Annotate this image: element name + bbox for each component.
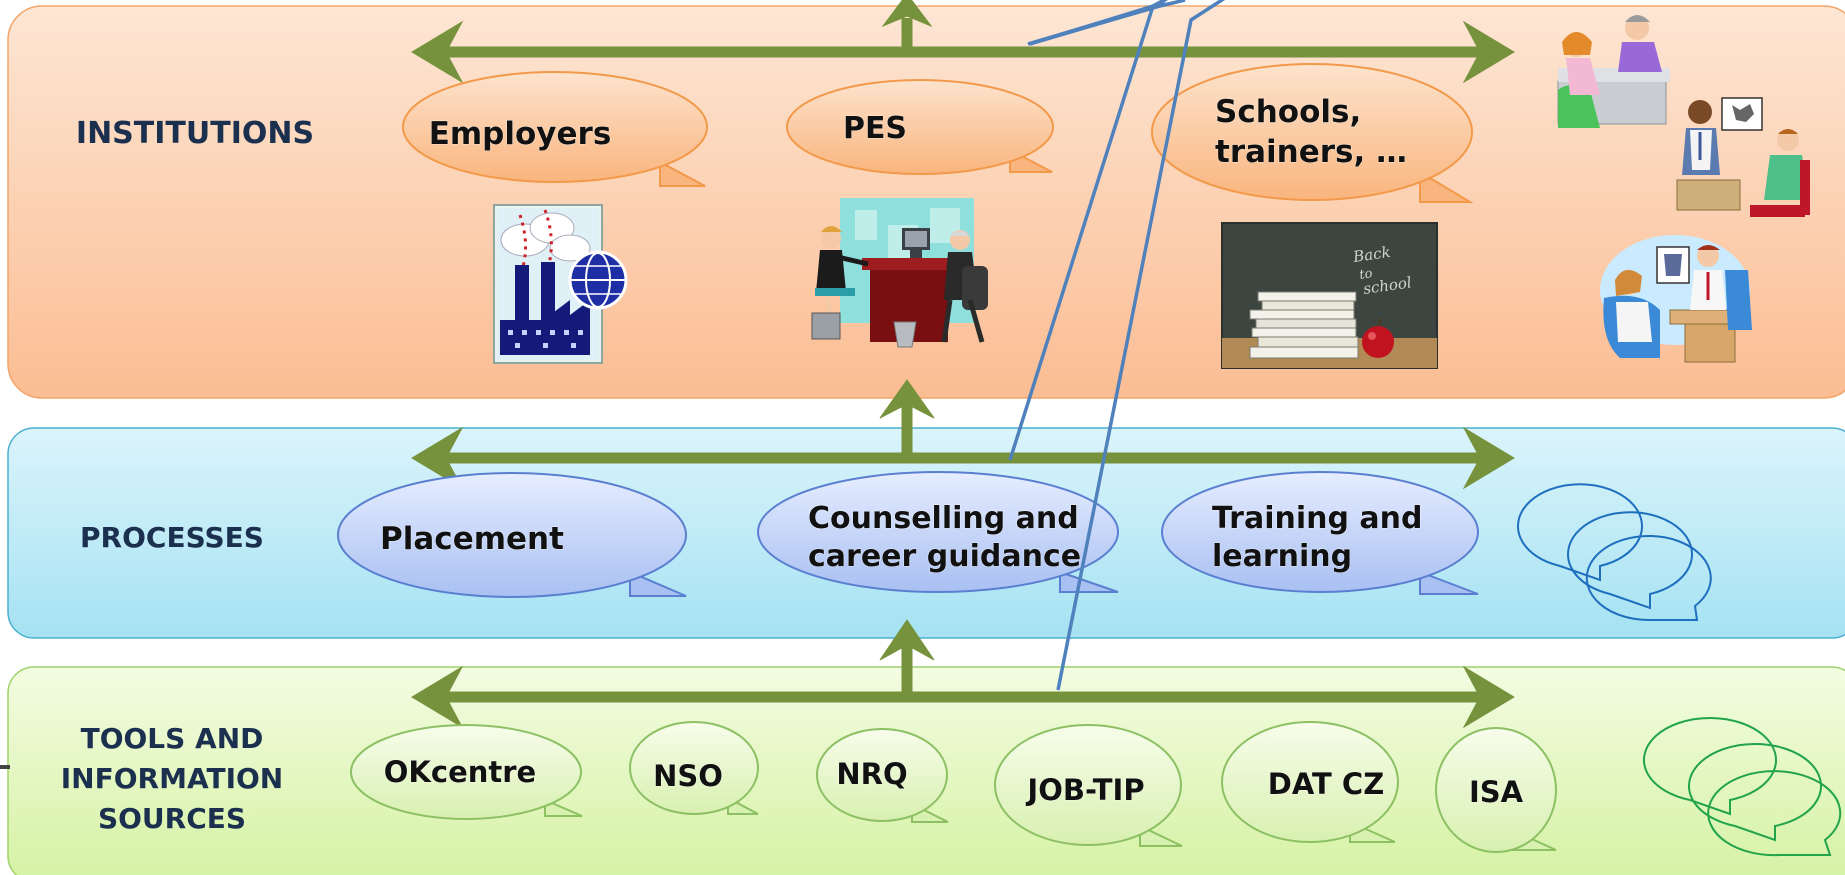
isa-bubble: ISA bbox=[1435, 727, 1557, 853]
svg-text:trainers, …: trainers, … bbox=[1215, 134, 1407, 170]
interview-people-icon bbox=[1676, 97, 1810, 217]
svg-text:Training and: Training and bbox=[1212, 501, 1422, 536]
svg-text:NSO: NSO bbox=[653, 759, 723, 793]
up-arrow-processes-to-institutions bbox=[879, 379, 935, 458]
jobtip-bubble: JOB-TIP bbox=[994, 724, 1183, 847]
institutions-double-arrow bbox=[411, 20, 1515, 84]
datcz-bubble: DAT CZ bbox=[1221, 721, 1399, 843]
slide-edge-mark bbox=[0, 765, 10, 769]
chalkboard-books-icon: Back to school bbox=[1221, 222, 1438, 369]
connector-lines bbox=[1008, 0, 1226, 691]
svg-text:Counselling and: Counselling and bbox=[808, 501, 1079, 536]
processes-label: PROCESSES bbox=[80, 521, 264, 554]
svg-text:career guidance: career guidance bbox=[808, 539, 1081, 574]
svg-text:DAT CZ: DAT CZ bbox=[1268, 767, 1384, 801]
svg-text:SOURCES: SOURCES bbox=[98, 802, 246, 835]
svg-text:Back: Back bbox=[1351, 243, 1392, 266]
svg-text:learning: learning bbox=[1212, 539, 1352, 574]
nso-bubble: NSO bbox=[629, 721, 759, 815]
counselling-bubble: Counselling and career guidance bbox=[757, 471, 1119, 593]
empty-bubbles-tools bbox=[1643, 716, 1842, 857]
desk-conversation-icon bbox=[1600, 235, 1752, 363]
consultation-people-icon bbox=[1557, 15, 1670, 128]
empty-bubbles-processes bbox=[1517, 483, 1712, 622]
svg-text:JOB-TIP: JOB-TIP bbox=[1025, 773, 1144, 807]
svg-text:Placement: Placement bbox=[380, 521, 564, 557]
institutions-label: INSTITUTIONS bbox=[76, 116, 314, 151]
svg-text:ISA: ISA bbox=[1469, 775, 1524, 809]
factory-globe-icon bbox=[493, 204, 628, 364]
svg-text:PES: PES bbox=[843, 111, 907, 146]
employers-bubble: Employers bbox=[402, 71, 708, 187]
office-meeting-icon bbox=[811, 198, 988, 348]
schools-bubble: Schools, trainers, … bbox=[1151, 63, 1474, 203]
up-arrow-tools-to-processes bbox=[879, 619, 935, 697]
svg-text:OKcentre: OKcentre bbox=[384, 755, 536, 789]
svg-text:NRQ: NRQ bbox=[836, 757, 907, 791]
svg-text:TOOLS AND: TOOLS AND bbox=[81, 722, 264, 755]
training-bubble: Training and learning bbox=[1161, 471, 1479, 595]
nrq-bubble: NRQ bbox=[816, 728, 949, 823]
svg-text:to: to bbox=[1358, 266, 1373, 283]
tools-double-arrow bbox=[411, 665, 1515, 729]
svg-text:Employers: Employers bbox=[429, 116, 612, 152]
svg-text:INFORMATION: INFORMATION bbox=[61, 762, 283, 795]
svg-text:Schools,: Schools, bbox=[1215, 94, 1361, 130]
placement-bubble: Placement bbox=[337, 472, 687, 598]
up-arrow-to-institutions-top bbox=[881, 0, 933, 52]
pes-bubble: PES bbox=[786, 79, 1054, 175]
okcentre-bubble: OKcentre bbox=[350, 724, 583, 820]
tools-label: TOOLS AND INFORMATION SOURCES bbox=[61, 722, 283, 835]
